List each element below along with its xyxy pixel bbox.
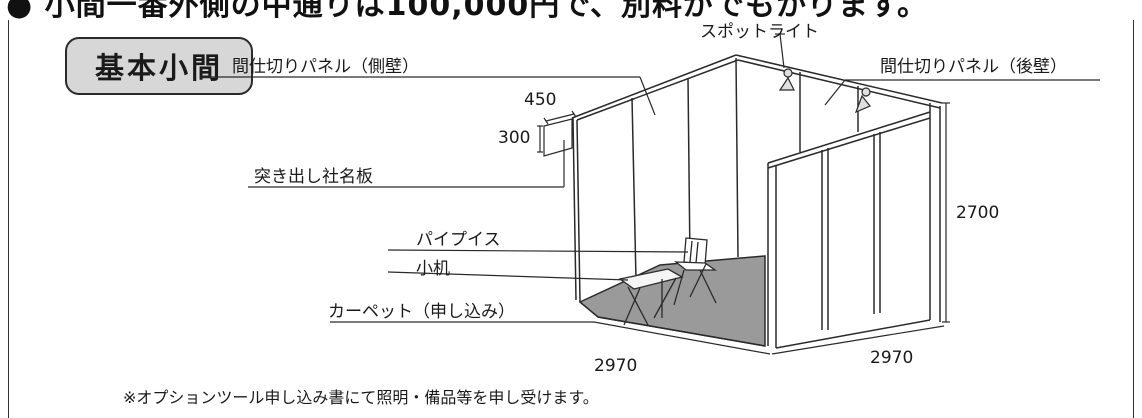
leader-lines (200, 33, 1100, 355)
name-board-icon (543, 118, 573, 157)
name-board-label: 突き出し社名板 (254, 167, 373, 187)
page-header-text: ● 小間一番外側の中通りは100,000円で、別料がでもかります。 (6, 0, 929, 20)
title-badge: 基本小間 (65, 37, 253, 95)
carpet-label: カーペット（申し込み） (328, 302, 515, 322)
carpet-floor (578, 255, 766, 347)
spotlight-label: スポットライト (700, 22, 819, 42)
page-header-strip: ● 小間一番外側の中通りは100,000円で、別料がでもかります。 (0, 0, 1142, 20)
front-width-dimension: 2970 (594, 356, 638, 376)
side-width-dimension: 2970 (870, 348, 914, 368)
chair-label: パイプイス (416, 230, 501, 250)
chair-icon (673, 237, 718, 306)
back-panel-label: 間仕切りパネル（後壁） (880, 57, 1067, 77)
footnote: ※オプションツール申し込み書にて照明・備品等を申し受けます。 (123, 388, 599, 407)
spotlight-icon (778, 68, 871, 114)
desk-label: 小机 (416, 259, 450, 279)
height-dimension: 2700 (956, 203, 1000, 223)
content-frame (8, 20, 1134, 418)
board-height-dimension: 300 (498, 128, 531, 148)
booth-frame-lines (571, 54, 943, 349)
side-panel-label: 間仕切りパネル（側壁） (232, 57, 419, 77)
board-width-dimension: 450 (524, 90, 557, 110)
